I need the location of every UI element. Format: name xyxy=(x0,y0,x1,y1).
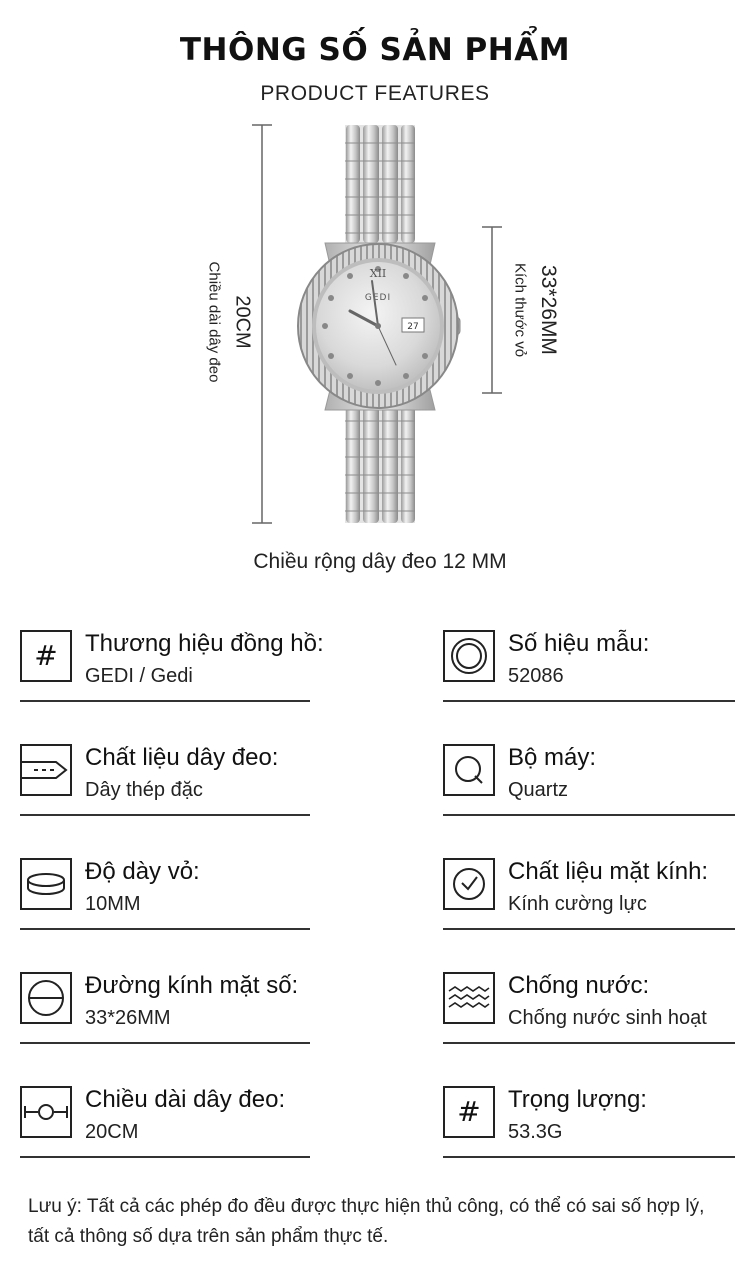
date-window xyxy=(401,317,425,333)
spec-value: Quartz xyxy=(508,779,569,801)
spec-label: Đường kính mặt số: xyxy=(85,972,299,999)
spec-value: 20CM xyxy=(85,1121,139,1143)
spec-label: Chất liệu dây đeo: xyxy=(85,744,279,771)
divider xyxy=(443,700,735,702)
divider xyxy=(443,1156,735,1158)
watch-hands xyxy=(348,280,397,366)
double-circle-icon xyxy=(443,630,495,682)
spec-strap-length: Chiều dài dây đeo: 20CM xyxy=(20,1086,320,1176)
spec-label: Chất liệu mặt kính: xyxy=(508,858,709,885)
divider xyxy=(20,700,310,702)
spec-model: Số hiệu mẫu: 52086 xyxy=(443,630,743,720)
divider xyxy=(20,814,310,816)
strap-length-measure xyxy=(252,124,272,524)
case-thickness-icon xyxy=(20,858,72,910)
spec-label: Độ dày vỏ: xyxy=(85,858,200,885)
dial-brand: GEDI xyxy=(365,293,391,303)
page-subtitle: PRODUCT FEATURES xyxy=(260,82,490,105)
spec-weight: # Trọng lượng: 53.3G xyxy=(443,1086,743,1176)
spec-glass: Chất liệu mặt kính: Kính cường lực xyxy=(443,858,743,948)
hash-icon: # xyxy=(443,1086,495,1138)
spec-value: Dây thép đặc xyxy=(85,779,203,801)
hash-icon: # xyxy=(20,630,72,682)
bracelet-upper xyxy=(345,125,415,243)
spec-label: Chiều dài dây đeo: xyxy=(85,1086,286,1113)
spec-movement: Bộ máy: Quartz xyxy=(443,744,743,834)
spec-label: Chống nước: xyxy=(508,972,650,999)
clock-icon xyxy=(443,858,495,910)
spec-label: Số hiệu mẫu: xyxy=(508,630,650,657)
spec-value: Chống nước sinh hoạt xyxy=(508,1007,707,1029)
spec-case-thickness: Độ dày vỏ: 10MM xyxy=(20,858,320,948)
case-size-measure xyxy=(482,226,502,394)
case-size-caption: Kích thước vỏ xyxy=(511,262,529,358)
spec-value: 52086 xyxy=(508,665,564,687)
spec-value: 10MM xyxy=(85,893,141,915)
spec-label: Bộ máy: xyxy=(508,744,597,771)
dial-indices xyxy=(322,266,428,386)
spec-value: 33*26MM xyxy=(85,1007,171,1029)
spec-brand: # Thương hiệu đồng hồ: GEDI / Gedi xyxy=(20,630,324,720)
watch-hero: XII GEDI 27 xyxy=(0,115,750,545)
divider xyxy=(20,1042,310,1044)
spec-value: Kính cường lực xyxy=(508,893,647,915)
watch-illustration: XII GEDI 27 xyxy=(252,124,502,524)
divider xyxy=(443,1042,735,1044)
strap-length-caption: Chiều dài dây đeo xyxy=(205,261,223,383)
spec-label: Thương hiệu đồng hồ: xyxy=(85,630,324,657)
spec-value: 53.3G xyxy=(508,1121,563,1143)
case-size-label: 33*26MM xyxy=(537,265,560,355)
spec-value: GEDI / Gedi xyxy=(85,665,193,687)
divider xyxy=(443,814,735,816)
dial-diameter-icon xyxy=(20,972,72,1024)
quartz-icon xyxy=(443,744,495,796)
spec-water-resistance: Chống nước: Chống nước sinh hoạt xyxy=(443,972,743,1062)
water-wave-icon xyxy=(443,972,495,1024)
strap-length-label: 20CM xyxy=(231,295,254,349)
dial-twelve-numeral: XII xyxy=(370,267,387,280)
page-title: THÔNG SỐ SẢN PHẨM xyxy=(179,32,571,68)
strap-length-icon xyxy=(20,1086,72,1138)
strap-width-label: Chiều rộng dây đeo 12 MM xyxy=(253,550,507,573)
measurement-note: Lưu ý: Tất cả các phép đo đều được thực … xyxy=(28,1196,705,1247)
spec-dial-diameter: Đường kính mặt số: 33*26MM xyxy=(20,972,320,1062)
spec-label: Trọng lượng: xyxy=(508,1086,647,1113)
divider xyxy=(20,928,310,930)
bracelet-lower xyxy=(345,405,415,523)
spec-strap-material: Chất liệu dây đeo: Dây thép đặc xyxy=(20,744,320,834)
strap-icon xyxy=(20,744,72,796)
divider xyxy=(443,928,735,930)
date-text: 27 xyxy=(407,322,418,332)
divider xyxy=(20,1156,310,1158)
